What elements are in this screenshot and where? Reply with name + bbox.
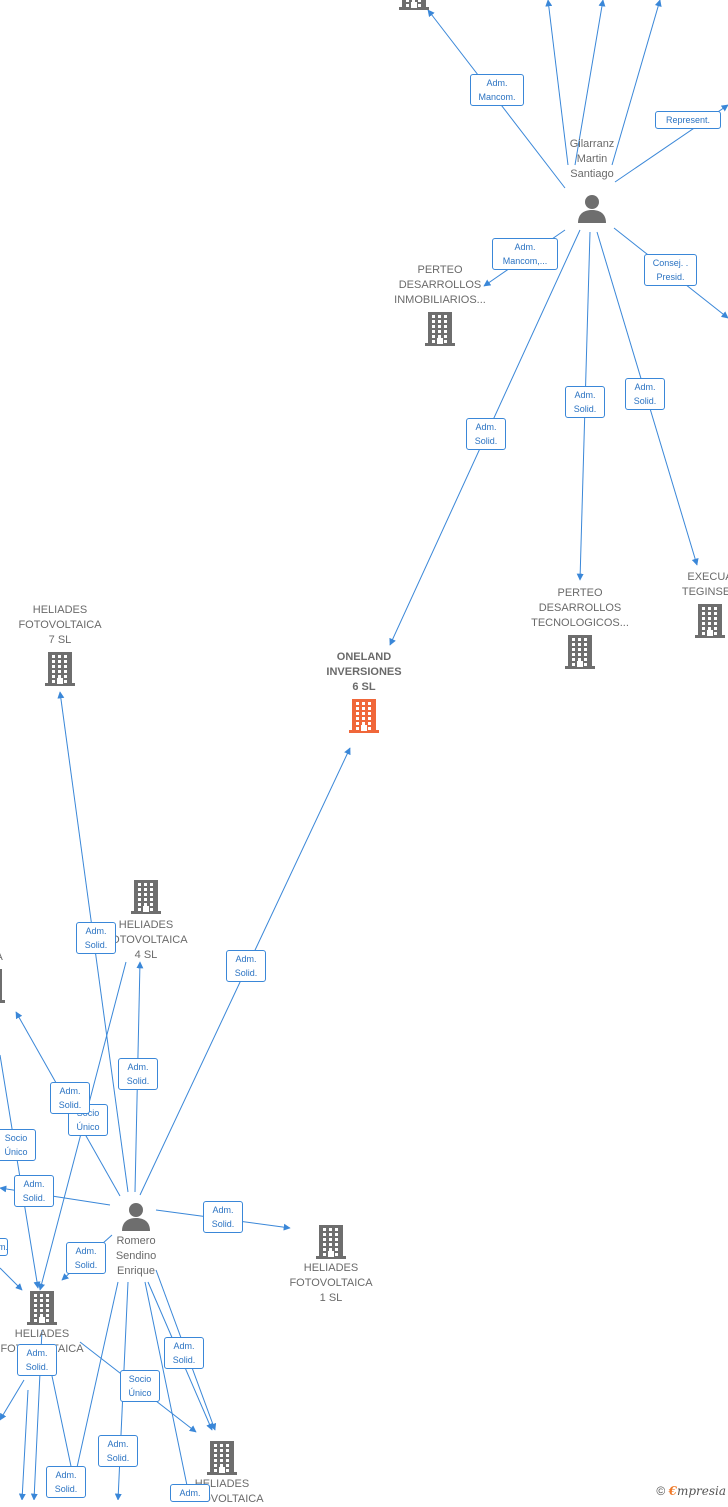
node-label-execua[interactable]: EXECUA TEGINSER: [681, 571, 728, 598]
edge-label-15[interactable]: Adm. Solid.: [66, 1242, 106, 1274]
node-label-perteo_inm[interactable]: PERTEO DESARROLLOS INMOBILIARIOS...: [394, 264, 486, 306]
edge-label-21[interactable]: Adm. Solid.: [46, 1466, 86, 1498]
person-icon-romero[interactable]: [121, 1201, 151, 1236]
node-label-heliades4[interactable]: HELIADES FOTOVOLTAICA 4 SL: [104, 919, 188, 961]
building-icon-heliades1[interactable]: [316, 1223, 346, 1264]
building-icon-perteo_tec[interactable]: [565, 633, 595, 674]
edge-label-20[interactable]: Adm. Solid.: [98, 1435, 138, 1467]
building-icon-heliades_bottom[interactable]: [207, 1439, 237, 1480]
edge-label-1[interactable]: Represent.: [655, 111, 721, 129]
edge-e20: [0, 1267, 23, 1291]
edge-label-13[interactable]: Adm. Solid.: [14, 1175, 54, 1207]
edge-label-18[interactable]: Adm. Solid.: [17, 1344, 57, 1376]
building-icon-heliades7[interactable]: [45, 650, 75, 691]
edge-e29: [0, 1379, 25, 1421]
building-icon-top_company[interactable]: [399, 0, 429, 15]
edge-label-11[interactable]: Adm. Solid.: [50, 1082, 90, 1114]
edge-label-9[interactable]: Adm. Solid.: [118, 1058, 158, 1090]
edge-label-22[interactable]: Adm.: [170, 1484, 210, 1502]
node-label-oneland[interactable]: ONELAND INVERSIONES 6 SL: [326, 651, 402, 693]
building-icon-perteo_inm[interactable]: [425, 310, 455, 351]
building-icon-oneland[interactable]: [349, 697, 379, 738]
edge-e26: [144, 1281, 193, 1500]
brand-logo: €mpresia: [668, 1484, 726, 1498]
edge-label-0[interactable]: Adm. Mancom.: [470, 74, 524, 106]
node-label-romero[interactable]: Romero Sendino Enrique: [115, 1235, 157, 1277]
node-label-left_partial[interactable]: S AICA: [0, 935, 50, 965]
building-icon-left_partial[interactable]: [0, 967, 5, 1008]
edge-label-3[interactable]: Consej. . Presid.: [644, 254, 697, 286]
edge-e25: [69, 1281, 119, 1491]
edge-e4: [611, 0, 662, 166]
copyright-symbol: ©: [656, 1484, 666, 1498]
edge-label-12[interactable]: Socio Único: [0, 1129, 36, 1161]
building-icon-heliades4[interactable]: [131, 878, 161, 919]
edge-label-2[interactable]: Adm. Mancom,...: [492, 238, 558, 270]
node-label-heliades1[interactable]: HELIADES FOTOVOLTAICA 1 SL: [289, 1262, 373, 1304]
node-label-perteo_tec[interactable]: PERTEO DESARROLLOS TECNOLOGICOS...: [531, 587, 629, 629]
edge-label-8[interactable]: Adm. Solid.: [226, 950, 266, 982]
edge-label-19[interactable]: Socio Único: [120, 1370, 160, 1402]
edge-label-7[interactable]: Adm. Solid.: [76, 922, 116, 954]
person-icon-gilarranz[interactable]: [577, 193, 607, 228]
building-icon-heliades_left[interactable]: [27, 1289, 57, 1330]
node-label-gilarranz[interactable]: Gilarranz Martin Santiago: [569, 138, 615, 180]
edge-e3: [574, 0, 606, 166]
node-label-heliades7[interactable]: HELIADES FOTOVOLTAICA 7 SL: [18, 604, 102, 646]
edge-e2: [545, 0, 569, 166]
edge-label-5[interactable]: Adm. Solid.: [625, 378, 665, 410]
edge-label-4[interactable]: Adm. Solid.: [565, 386, 605, 418]
edge-label-6[interactable]: Adm. Solid.: [466, 418, 506, 450]
footer-brand[interactable]: © €mpresia: [656, 1484, 726, 1498]
edge-e30: [18, 1389, 29, 1500]
edge-e16: [0, 1054, 41, 1289]
edge-label-16[interactable]: Adm.: [0, 1238, 8, 1256]
edge-label-14[interactable]: Adm. Solid.: [203, 1201, 243, 1233]
edge-label-17[interactable]: Adm. Solid.: [164, 1337, 204, 1369]
building-icon-execua[interactable]: [695, 602, 725, 643]
